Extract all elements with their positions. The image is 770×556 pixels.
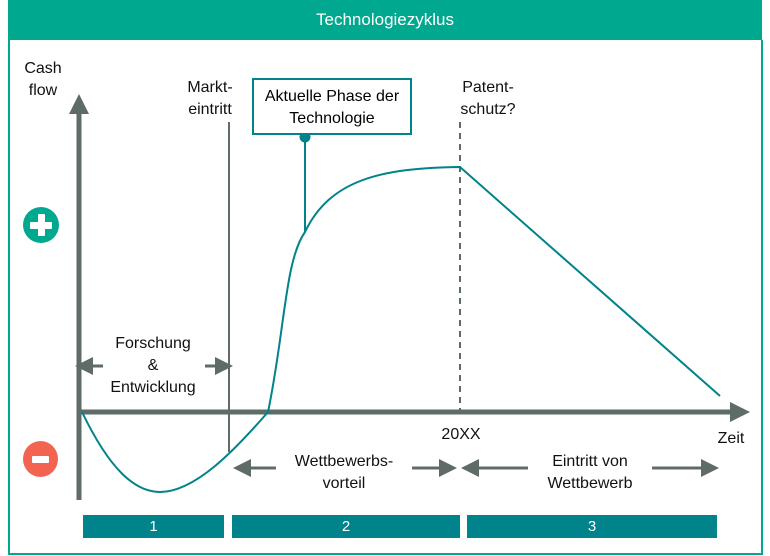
phase-line2: Technologie — [289, 110, 375, 127]
fe-line3: Entwicklung — [110, 379, 196, 396]
x-axis-label: Zeit — [717, 430, 745, 447]
y-axis-label: Cash flow — [18, 58, 68, 102]
markteintritt-line1: Markt- — [187, 79, 233, 96]
patent-line1: Patent- — [462, 79, 514, 96]
markteintritt-line2: eintritt — [188, 101, 232, 118]
y-label-line1: Cash — [24, 60, 62, 77]
markteintritt-label: Markt- eintritt — [170, 77, 250, 121]
phase-bar-2: 2 — [232, 515, 460, 538]
minus-stroke — [32, 456, 49, 463]
wb-line2: vorteil — [322, 475, 366, 492]
phase-bar-3: 3 — [467, 515, 717, 538]
fe-label: Forschung & Entwicklung — [98, 333, 208, 399]
wb-line1: Wettbewerbs- — [294, 453, 394, 470]
y-label-line2: flow — [28, 82, 58, 99]
diagram-title: Technologiezyklus — [8, 0, 762, 40]
ev-line2: Wettbewerb — [547, 475, 633, 492]
current-phase-box: Aktuelle Phase der Technologie — [252, 78, 412, 135]
fe-line2: & — [147, 357, 159, 374]
ev-line1: Eintritt von — [552, 453, 628, 470]
plus-horizontal-stroke — [30, 222, 52, 229]
plus-circle-icon — [23, 207, 59, 243]
phase-line1: Aktuelle Phase der — [264, 88, 400, 105]
patent-line2: schutz? — [460, 101, 516, 118]
wb-label: Wettbewerbs- vorteil — [276, 451, 412, 495]
minus-circle-icon — [23, 441, 58, 477]
ev-label: Eintritt von Wettbewerb — [528, 451, 652, 495]
fe-line1: Forschung — [115, 335, 191, 352]
cash-flow-curve — [81, 165, 721, 494]
phase-bar-1: 1 — [83, 515, 224, 538]
x-marker-label: 20XX — [441, 426, 481, 443]
patent-label: Patent- schutz? — [448, 77, 528, 121]
diagram-frame — [8, 40, 763, 555]
